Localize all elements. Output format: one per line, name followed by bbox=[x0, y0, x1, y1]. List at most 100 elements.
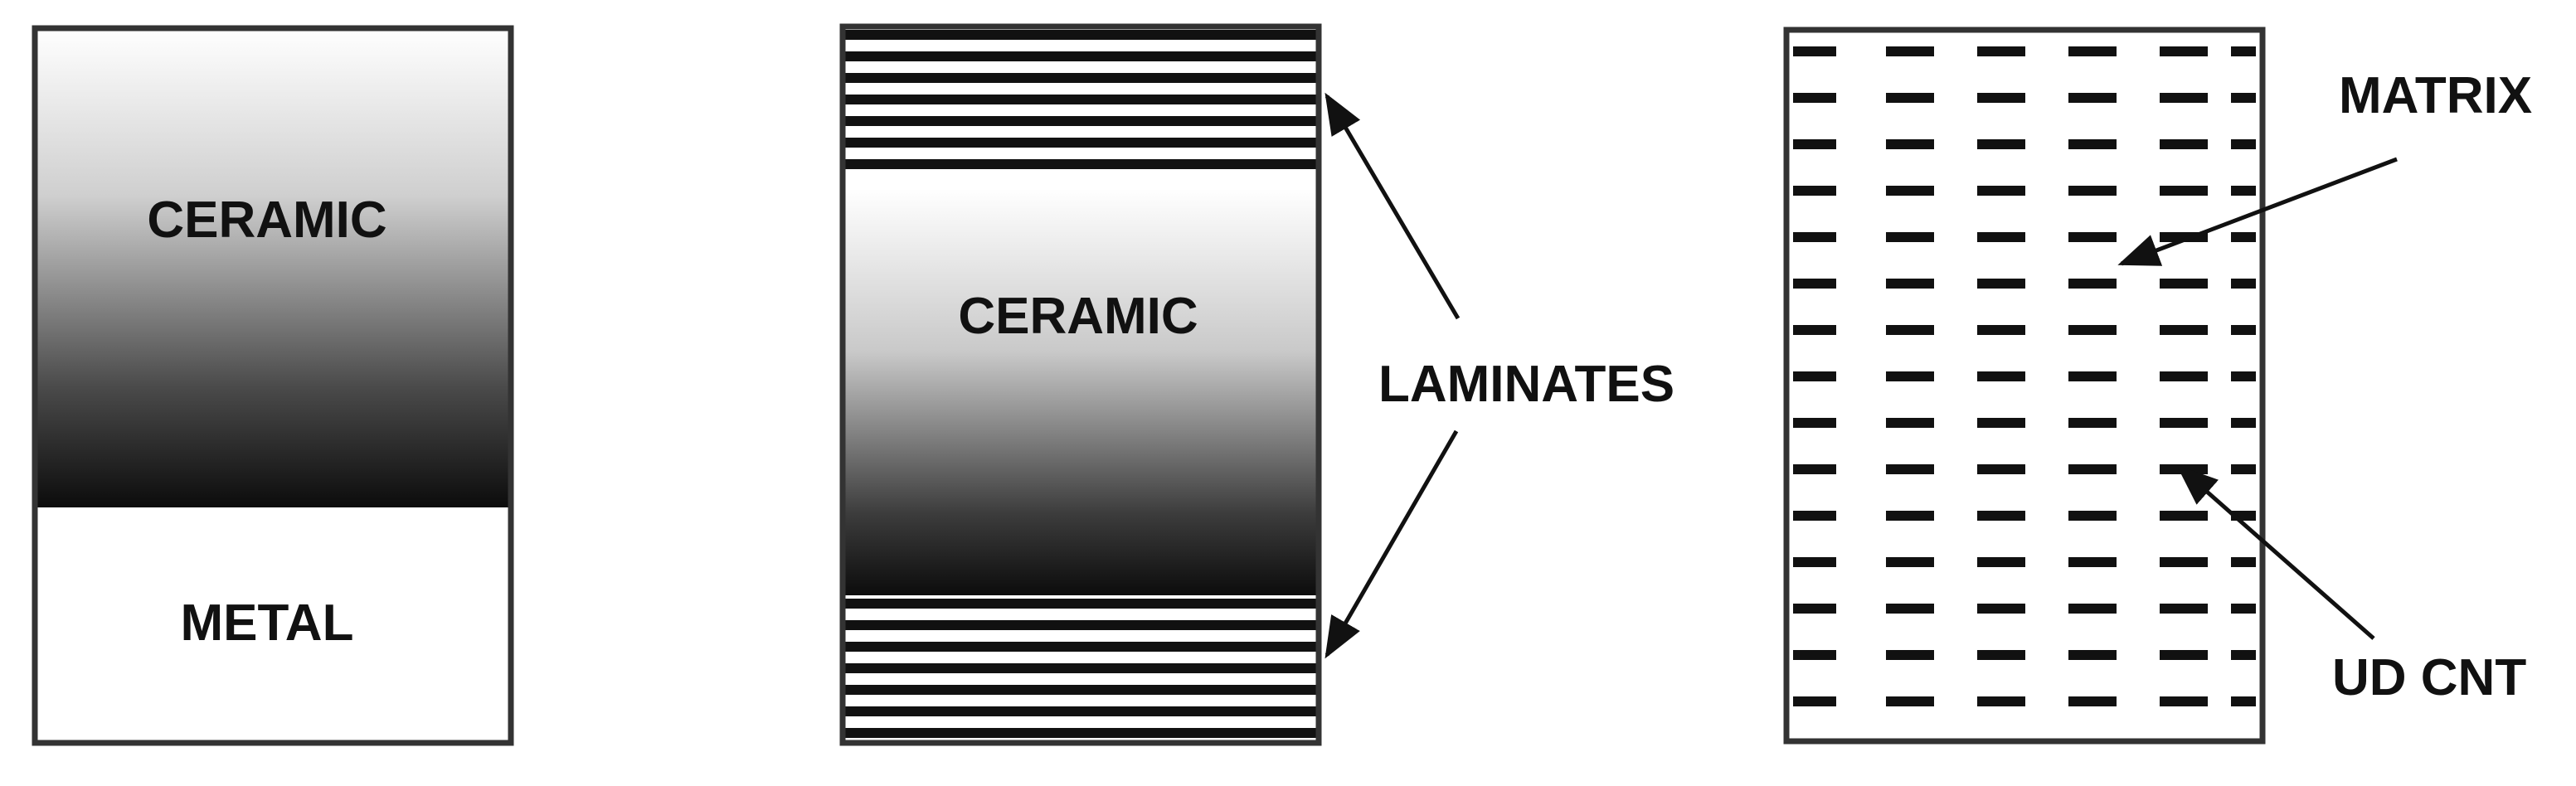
cnt-dash bbox=[1977, 93, 2025, 103]
cnt-dash bbox=[1793, 696, 1836, 706]
cnt-dash bbox=[1977, 46, 2025, 56]
laminate-stripe bbox=[843, 30, 1319, 40]
laminate-stripe bbox=[843, 95, 1319, 104]
cnt-dash bbox=[1977, 139, 2025, 149]
cnt-dash bbox=[1977, 464, 2025, 474]
cnt-dash bbox=[2231, 232, 2256, 242]
cnt-dash bbox=[1886, 139, 1934, 149]
cnt-dash bbox=[2160, 93, 2208, 103]
cnt-dash bbox=[1793, 371, 1836, 381]
cnt-dash bbox=[2160, 139, 2208, 149]
cnt-dash bbox=[2068, 139, 2117, 149]
cnt-dash bbox=[2231, 464, 2256, 474]
cnt-dash bbox=[1977, 232, 2025, 242]
cnt-dash bbox=[2160, 418, 2208, 428]
ud-cnt-label: UD CNT bbox=[2332, 649, 2526, 706]
ceramic-label: CERAMIC bbox=[147, 192, 386, 249]
cnt-dash bbox=[1886, 232, 1934, 242]
cnt-dash bbox=[1793, 186, 1836, 196]
cnt-dash bbox=[2231, 696, 2256, 706]
cnt-dash bbox=[2160, 279, 2208, 289]
cnt-dash bbox=[1977, 418, 2025, 428]
cnt-dash bbox=[1793, 232, 1836, 242]
laminates-arrow-bottom bbox=[1324, 429, 1459, 659]
laminate-stripe bbox=[843, 138, 1319, 148]
cnt-dash bbox=[2160, 604, 2208, 614]
laminates-arrow-top bbox=[1324, 92, 1461, 320]
laminate-stripe bbox=[843, 620, 1319, 630]
cnt-dash bbox=[1793, 93, 1836, 103]
cnt-dash bbox=[2068, 46, 2117, 56]
right-panel-outline bbox=[1783, 27, 2266, 745]
cnt-dash bbox=[2231, 93, 2256, 103]
cnt-dash bbox=[2231, 186, 2256, 196]
cnt-dash bbox=[1886, 650, 1934, 660]
cnt-dash bbox=[2068, 418, 2117, 428]
cnt-dash bbox=[2160, 511, 2208, 521]
cnt-dash bbox=[2231, 650, 2256, 660]
cnt-dash bbox=[2068, 279, 2117, 289]
cnt-dash bbox=[2231, 46, 2256, 56]
cnt-dash bbox=[1977, 511, 2025, 521]
cnt-dash bbox=[1886, 46, 1934, 56]
cnt-dash bbox=[1793, 557, 1836, 567]
laminate-stripe bbox=[843, 663, 1319, 673]
cnt-dash bbox=[2160, 696, 2208, 706]
cnt-dash bbox=[1977, 186, 2025, 196]
cnt-dash bbox=[1793, 279, 1836, 289]
laminate-stripe bbox=[843, 73, 1319, 83]
left-panel-outline bbox=[32, 25, 514, 746]
cnt-dash bbox=[2231, 139, 2256, 149]
laminate-stripe bbox=[843, 116, 1319, 126]
middle-panel: CERAMIC LAMINATES bbox=[839, 23, 1674, 746]
cnt-dash bbox=[2068, 186, 2117, 196]
left-panel: CERAMIC METAL bbox=[32, 25, 514, 746]
cnt-dash bbox=[2231, 418, 2256, 428]
cnt-dash bbox=[1793, 139, 1836, 149]
cnt-fiber-dashes bbox=[1793, 46, 2256, 706]
cnt-dash bbox=[2068, 696, 2117, 706]
cnt-dash bbox=[1793, 46, 1836, 56]
cnt-dash bbox=[2231, 371, 2256, 381]
cnt-dash bbox=[2231, 557, 2256, 567]
cnt-dash bbox=[1977, 696, 2025, 706]
laminate-stripe bbox=[843, 728, 1319, 738]
cnt-dash bbox=[2068, 93, 2117, 103]
matrix-arrow bbox=[2117, 157, 2398, 266]
matrix-background bbox=[1786, 30, 2263, 741]
laminate-stripe bbox=[843, 159, 1319, 169]
cnt-dash bbox=[2068, 557, 2117, 567]
ceramic-gradient-region bbox=[35, 28, 511, 507]
cnt-dash bbox=[1886, 418, 1934, 428]
ceramic-gradient-core bbox=[843, 189, 1319, 595]
cnt-dash bbox=[2160, 186, 2208, 196]
ud-cnt-arrow bbox=[2176, 464, 2375, 640]
cnt-dash bbox=[1977, 371, 2025, 381]
cnt-dash bbox=[2231, 604, 2256, 614]
cnt-dash bbox=[1793, 464, 1836, 474]
cnt-dash bbox=[1886, 604, 1934, 614]
cnt-dash bbox=[2068, 371, 2117, 381]
metal-region bbox=[35, 507, 511, 743]
cnt-dash bbox=[1977, 604, 2025, 614]
cnt-dash bbox=[1886, 279, 1934, 289]
right-panel: MATRIX UD CNT bbox=[1783, 27, 2532, 745]
cnt-dash bbox=[1886, 464, 1934, 474]
cnt-dash bbox=[2160, 46, 2208, 56]
laminate-stripe bbox=[843, 51, 1319, 61]
metal-label: METAL bbox=[181, 594, 354, 652]
cnt-dash bbox=[1886, 186, 1934, 196]
cnt-dash bbox=[1886, 371, 1934, 381]
cnt-dash bbox=[1793, 418, 1836, 428]
cnt-dash bbox=[1977, 279, 2025, 289]
cnt-dash bbox=[2068, 604, 2117, 614]
cnt-dash bbox=[2231, 325, 2256, 335]
cnt-dash bbox=[2160, 325, 2208, 335]
laminates-label: LAMINATES bbox=[1378, 356, 1674, 413]
matrix-label: MATRIX bbox=[2339, 67, 2532, 124]
laminate-stripe bbox=[843, 685, 1319, 695]
cnt-dash bbox=[1793, 604, 1836, 614]
cnt-dash bbox=[2160, 371, 2208, 381]
laminate-stripe bbox=[843, 642, 1319, 652]
